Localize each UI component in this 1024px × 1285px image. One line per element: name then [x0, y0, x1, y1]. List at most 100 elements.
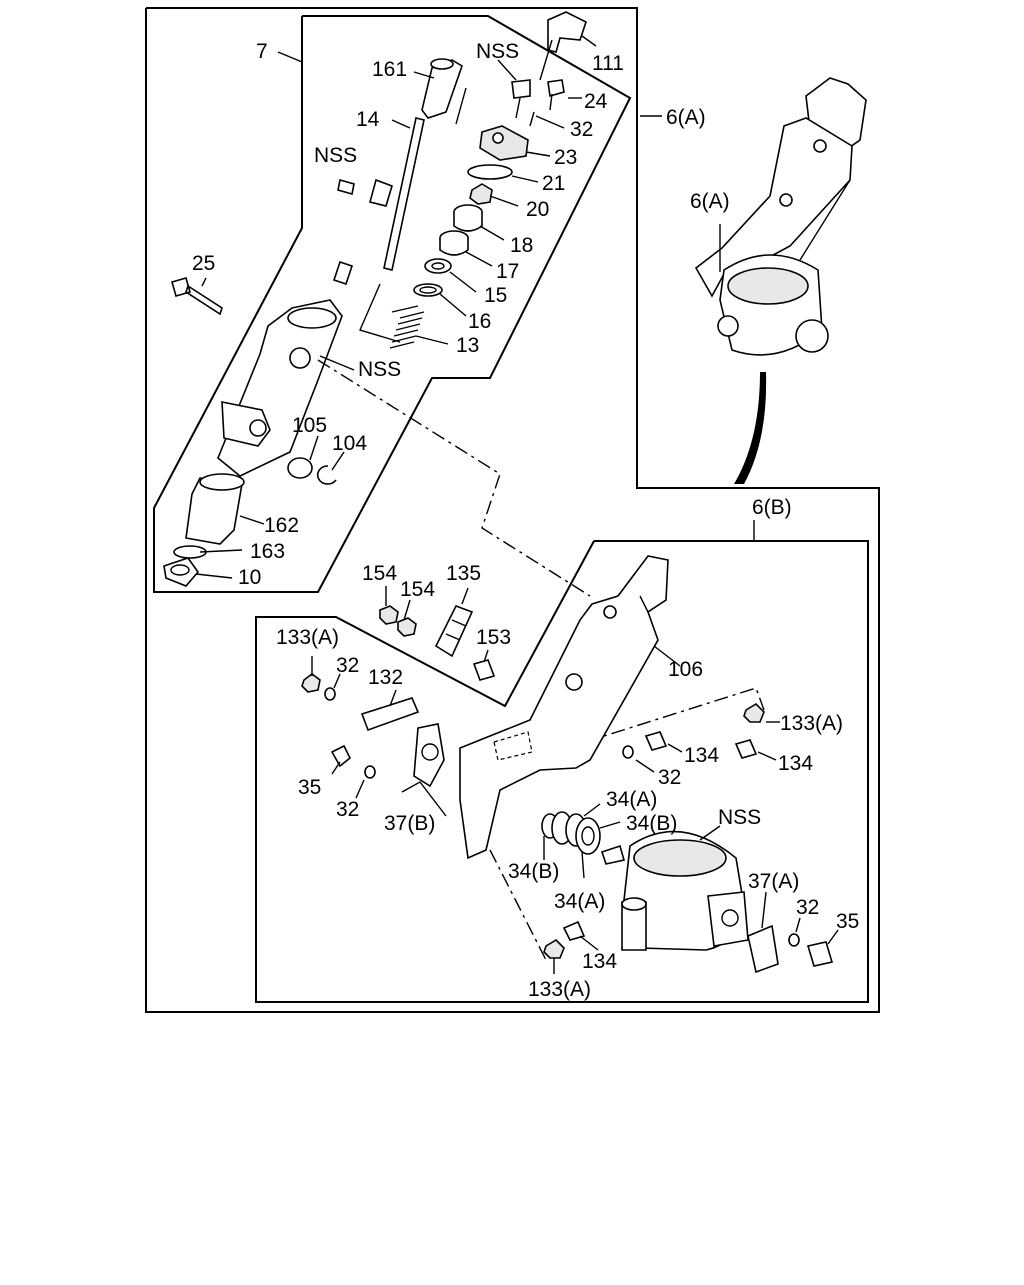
label-32-c: 32	[658, 766, 681, 789]
part-16-ring	[413, 283, 443, 297]
part-133a-nut-3	[543, 938, 565, 959]
part-35-bolt-2	[806, 941, 834, 967]
label-nss-3: NSS	[358, 358, 401, 381]
arrow-to-6b	[734, 372, 767, 484]
label-32-b: 32	[336, 654, 359, 677]
label-135: 135	[446, 562, 481, 585]
part-162-boot	[185, 473, 245, 545]
part-134-bolt-1	[644, 731, 668, 751]
part-154-nuts	[379, 605, 417, 637]
label-21: 21	[542, 172, 565, 195]
part-25-bolt	[171, 277, 223, 316]
label-15: 15	[484, 284, 507, 307]
label-111: 111	[592, 52, 624, 75]
label-132: 132	[368, 666, 403, 689]
part-133a-nut-2	[743, 702, 765, 723]
label-37b: 37(B)	[384, 812, 435, 835]
label-154-b: 154	[400, 578, 435, 601]
part-133a-nut-1	[301, 673, 321, 693]
part-37a-gasket	[747, 924, 779, 974]
label-153: 153	[476, 626, 511, 649]
label-17: 17	[496, 260, 519, 283]
part-32-washer-3	[622, 745, 634, 759]
part-104-clip	[316, 465, 337, 485]
label-133a-3: 133(A)	[528, 978, 591, 1001]
label-106: 106	[668, 658, 703, 681]
label-34b-1: 34(B)	[626, 812, 677, 835]
part-10-seal	[163, 557, 200, 587]
label-35-b: 35	[836, 910, 859, 933]
part-153-bolt	[472, 659, 496, 681]
part-135-clamp	[434, 604, 474, 658]
part-nss-screw	[511, 79, 531, 119]
label-7: 7	[256, 40, 268, 63]
label-23: 23	[554, 146, 577, 169]
part-32-washer-2	[364, 765, 376, 779]
label-24: 24	[584, 90, 608, 113]
assembly-6a	[694, 77, 867, 356]
part-24-bolt	[547, 79, 565, 111]
connection-line-3	[489, 849, 547, 961]
label-nss-1: NSS	[476, 40, 519, 63]
label-105: 105	[292, 414, 327, 437]
part-32-washer-1	[324, 687, 336, 701]
label-nss-2: NSS	[314, 144, 357, 167]
label-134-a: 134	[684, 744, 719, 767]
part-23-plate	[479, 125, 529, 161]
label-13: 13	[456, 334, 479, 357]
label-34a-1: 34(A)	[606, 788, 657, 811]
spring-bracket	[359, 283, 401, 343]
label-34a-2: 34(A)	[554, 890, 605, 913]
part-nss-pin	[337, 178, 355, 196]
label-6a-2: 6(A)	[690, 190, 730, 213]
group-6b-frame	[255, 540, 869, 1003]
part-106-bracket	[459, 555, 669, 860]
label-133a-2: 133(A)	[780, 712, 843, 735]
part-7-body	[217, 299, 343, 477]
part-17-bushing	[439, 230, 469, 256]
group-6b-leaders	[311, 586, 839, 974]
label-10: 10	[238, 566, 261, 589]
label-32-d: 32	[336, 798, 359, 821]
label-18: 18	[510, 234, 533, 257]
label-37a: 37(A)	[748, 870, 799, 893]
part-134-bolt-2	[734, 739, 758, 759]
connection-line	[317, 359, 591, 597]
label-163: 163	[250, 540, 285, 563]
part-105-cap	[287, 457, 313, 479]
group-7-outline	[153, 15, 632, 593]
part-20-nut	[469, 183, 493, 205]
label-nss-4: NSS	[718, 806, 761, 829]
label-6b: 6(B)	[752, 496, 792, 519]
part-134-bolt-3	[562, 920, 586, 941]
part-35-bolt-1	[330, 744, 352, 768]
label-134-b: 134	[778, 752, 813, 775]
label-20: 20	[526, 198, 549, 221]
label-32-a: 32	[570, 118, 593, 141]
part-161-sleeve	[421, 58, 463, 119]
part-21-gasket	[467, 164, 513, 180]
label-104: 104	[332, 432, 367, 455]
label-134-c: 134	[582, 950, 617, 973]
part-34-bushings	[541, 811, 601, 855]
label-6a-1: 6(A)	[666, 106, 706, 129]
label-34b-2: 34(B)	[508, 860, 559, 883]
group-7-leaders	[195, 35, 597, 579]
label-25: 25	[192, 252, 215, 275]
part-132-plate	[360, 697, 420, 732]
throttle-body	[600, 830, 749, 951]
connection-line-2	[559, 687, 765, 751]
part-37b-gasket	[413, 723, 445, 788]
part-18-bushing	[453, 204, 483, 232]
part-15-washer	[424, 258, 452, 274]
label-32-e: 32	[796, 896, 819, 919]
part-32-washer-4	[788, 933, 800, 947]
label-14: 14	[356, 108, 380, 131]
label-154-a: 154	[362, 562, 397, 585]
label-162: 162	[264, 514, 299, 537]
part-14-shaft	[332, 117, 425, 286]
outer-frame	[145, 7, 880, 1013]
label-161: 161	[372, 58, 407, 81]
